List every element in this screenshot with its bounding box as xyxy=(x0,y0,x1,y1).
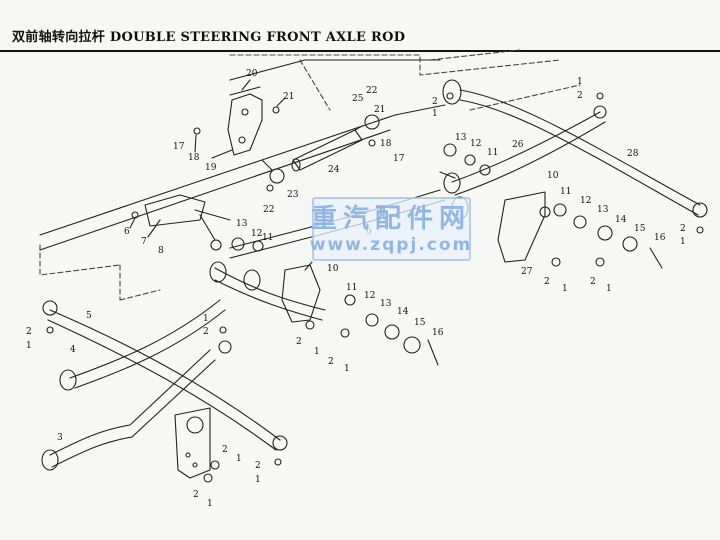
callout-2f: 2 xyxy=(203,327,209,337)
callout-1h: 1 xyxy=(207,499,213,509)
callout-13b: 13 xyxy=(455,133,467,143)
callout-12d: 12 xyxy=(364,291,375,301)
callout-22b: 22 xyxy=(366,86,377,96)
lower-bracket xyxy=(174,407,211,479)
callout-12c: 12 xyxy=(580,196,591,206)
callout-2h: 2 xyxy=(193,490,199,500)
cylinder-24 xyxy=(292,129,363,171)
callout-18: 18 xyxy=(188,153,200,163)
relay-rod-26 xyxy=(451,111,601,183)
tie-rod-28 xyxy=(459,89,701,206)
callout-15b: 15 xyxy=(414,318,426,328)
callout-10a: 10 xyxy=(327,264,339,274)
callout-1f: 1 xyxy=(203,314,209,324)
watermark-line1: 重汽配件网 xyxy=(311,204,471,234)
callout-1d: 1 xyxy=(344,364,350,374)
callout-14a: 14 xyxy=(615,215,627,225)
callout-21: 21 xyxy=(283,92,294,102)
callout-14b: 14 xyxy=(397,307,409,317)
callout-2a: 2 xyxy=(544,277,550,287)
callout-2j: 2 xyxy=(577,91,583,101)
callout-3: 3 xyxy=(57,433,63,443)
callout-1l: 1 xyxy=(680,237,686,247)
callout-16a: 16 xyxy=(654,233,666,243)
callout-8: 8 xyxy=(158,246,164,256)
callout-12b: 12 xyxy=(470,139,481,149)
drag-link-4 xyxy=(69,299,221,379)
callout-25: 25 xyxy=(352,94,364,104)
callout-19: 19 xyxy=(205,163,217,173)
callout-27: 27 xyxy=(521,267,533,277)
watermark: 重汽配件网 www.zqpj.com xyxy=(310,197,472,261)
callout-21b: 21 xyxy=(374,105,385,115)
page-title: 双前轴转向拉杆 DOUBLE STEERING FRONT AXLE ROD xyxy=(12,30,406,45)
bracket-19 xyxy=(227,93,263,156)
tie-rod-5 xyxy=(49,309,281,441)
steering-arm-27 xyxy=(497,191,546,263)
bracket-7 xyxy=(144,194,206,227)
callout-5: 5 xyxy=(86,311,92,321)
callout-11d: 11 xyxy=(346,283,357,293)
watermark-line2: www.zqpj.com xyxy=(310,235,472,255)
callout-2i: 2 xyxy=(255,461,261,471)
frame-outline xyxy=(39,49,581,301)
callout-1c: 1 xyxy=(314,347,320,357)
callout-16b: 16 xyxy=(432,328,444,338)
rod-3 xyxy=(49,349,211,456)
callout-26: 26 xyxy=(512,140,524,150)
callout-17: 17 xyxy=(173,142,185,152)
callout-2c: 2 xyxy=(296,337,302,347)
callout-12a: 12 xyxy=(251,229,262,239)
callout-28: 28 xyxy=(627,149,639,159)
callout-2e: 2 xyxy=(26,327,32,337)
callout-13d: 13 xyxy=(380,299,392,309)
callout-2l: 2 xyxy=(680,224,686,234)
callout-1e: 1 xyxy=(26,341,32,351)
callout-6: 6 xyxy=(124,227,130,237)
callout-1g: 1 xyxy=(236,454,242,464)
callout-1j: 1 xyxy=(577,77,583,87)
callout-13a: 13 xyxy=(236,219,248,229)
callout-4: 4 xyxy=(70,345,76,355)
callout-23: 23 xyxy=(287,190,299,200)
callout-11a: 11 xyxy=(262,233,273,243)
callout-1k: 1 xyxy=(432,109,438,119)
callout-11c: 11 xyxy=(560,187,571,197)
callout-2k: 2 xyxy=(432,97,438,107)
callout-1a: 1 xyxy=(562,284,568,294)
frame-rail xyxy=(39,104,446,236)
callout-18b: 18 xyxy=(380,139,392,149)
callout-22: 22 xyxy=(263,205,274,215)
callout-1i: 1 xyxy=(255,475,261,485)
ball-stud-25 xyxy=(364,114,380,130)
callout-2d: 2 xyxy=(328,357,334,367)
callout-2g: 2 xyxy=(222,445,228,455)
callout-13c: 13 xyxy=(597,205,609,215)
ball-joint-23 xyxy=(269,168,285,184)
steering-arm-rear xyxy=(281,264,321,323)
callout-11b: 11 xyxy=(487,148,498,158)
watermark-box xyxy=(312,197,471,261)
callout-10b: 10 xyxy=(547,171,559,181)
callout-7: 7 xyxy=(141,237,147,247)
callout-2b: 2 xyxy=(590,277,596,287)
callout-24: 24 xyxy=(328,165,340,175)
title-rule xyxy=(0,50,720,52)
callout-15a: 15 xyxy=(634,224,646,234)
callout-1b: 1 xyxy=(606,284,612,294)
callout-20: 20 xyxy=(246,69,258,79)
callout-17b: 17 xyxy=(393,154,405,164)
